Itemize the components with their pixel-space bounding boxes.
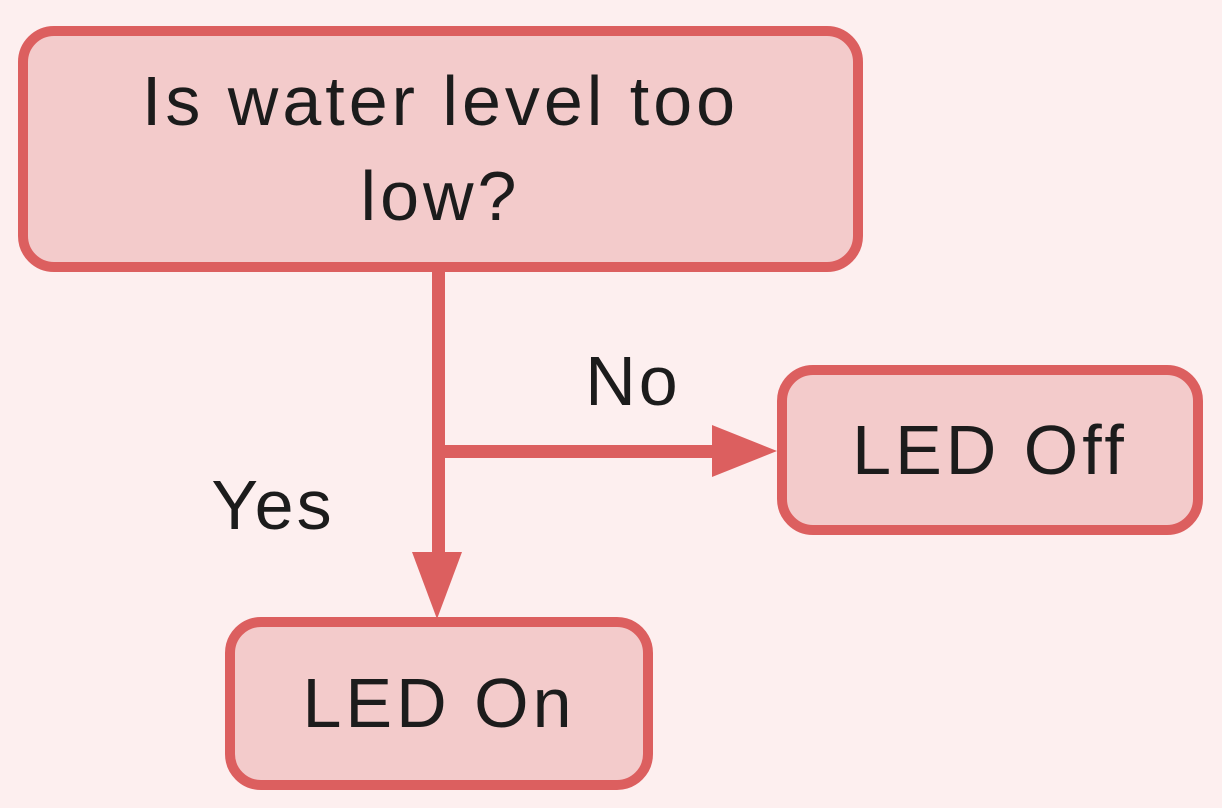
edge-yes-line <box>432 270 445 554</box>
node-led-on: LED On <box>225 617 653 790</box>
node-led-off: LED Off <box>777 365 1203 535</box>
node-question: Is water level too low? <box>18 26 863 272</box>
edge-no-line <box>432 445 712 458</box>
node-question-label: Is water level too low? <box>141 62 740 235</box>
edge-label-no: No <box>585 342 681 420</box>
down-arrowhead-icon <box>412 552 462 619</box>
node-led-off-label: LED Off <box>852 410 1128 489</box>
node-led-on-label: LED On <box>302 664 576 742</box>
right-arrowhead-icon <box>712 425 777 477</box>
edge-label-yes: Yes <box>211 466 335 544</box>
